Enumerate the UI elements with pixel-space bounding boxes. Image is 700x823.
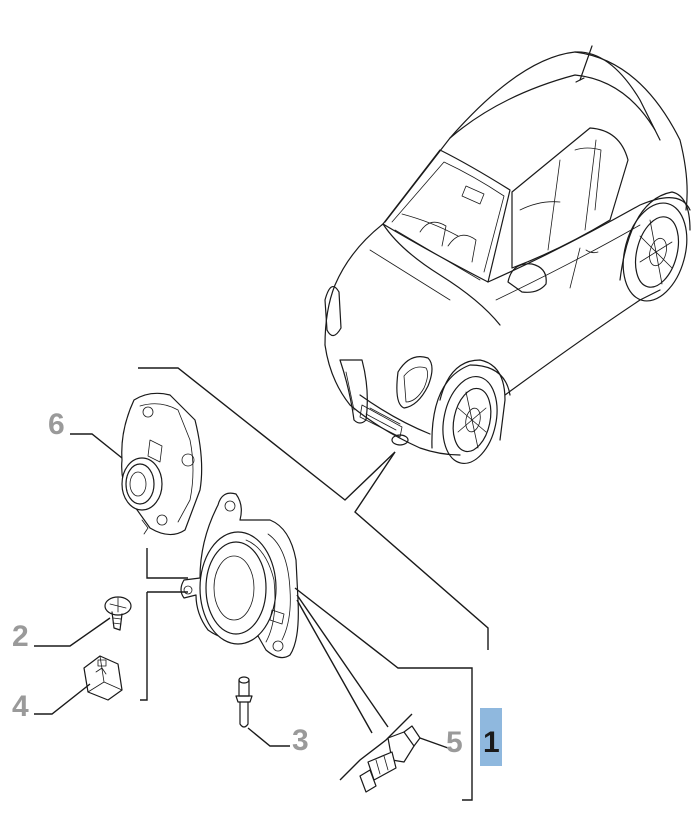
- car-illustration: [324, 45, 691, 464]
- callout-6: 6: [48, 408, 65, 441]
- part-4-clip-nut: [83, 655, 123, 701]
- callout-3: 3: [292, 724, 309, 757]
- part-2-screw: [104, 596, 132, 631]
- callout-1-highlight: [480, 708, 502, 766]
- callout-4: 4: [12, 690, 29, 723]
- part-5-bulb: [359, 725, 421, 793]
- callout-5: 5: [446, 726, 463, 759]
- callout-leader-lines: [34, 433, 290, 747]
- callout-1: 1: [483, 726, 500, 759]
- part-3-pin: [235, 676, 253, 728]
- assembly-leader-lines: [138, 367, 489, 801]
- part-6-fog-lamp-housing: [121, 392, 203, 536]
- callout-2: 2: [12, 620, 29, 653]
- part-1-fog-lamp-assembly: [180, 492, 299, 659]
